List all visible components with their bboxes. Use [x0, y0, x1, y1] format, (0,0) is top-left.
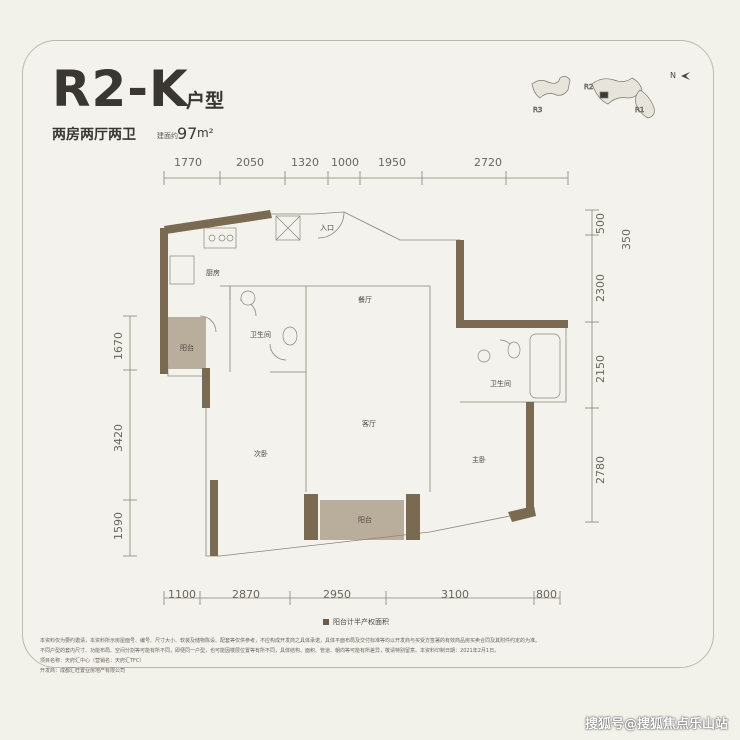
- dim-right-2: 350: [620, 229, 633, 250]
- toilet-icon: [282, 326, 298, 346]
- room-second-bedroom: 次卧: [254, 449, 268, 458]
- basin2-icon: [477, 349, 491, 363]
- balcony-bottom: [320, 500, 404, 540]
- bathtub-icon: [529, 333, 561, 399]
- key-plan: R2 R3 R1: [531, 76, 655, 119]
- room-bath2: 卫生间: [490, 379, 511, 388]
- dim-top-6: 2720: [474, 156, 502, 169]
- room-balcony1: 阳台: [180, 343, 194, 352]
- legend-swatch: [323, 619, 329, 625]
- keyplan-label-r1: R1: [635, 106, 644, 114]
- disclaimer-notes: 本资料仅为要约邀请，本资料所示房屋面号、编号、尺寸大小、软装及储物陈设、配套等仅…: [40, 636, 680, 676]
- dim-top-1: 1770: [174, 156, 202, 169]
- wall-right-ledge: [456, 320, 568, 328]
- dim-right-3: 2300: [594, 274, 607, 302]
- dim-top-5: 1950: [378, 156, 406, 169]
- unit-title-suffix: 户型: [186, 90, 225, 112]
- area-value: 97: [177, 124, 198, 143]
- dim-right-4: 2150: [594, 355, 607, 383]
- note-line: 开发商：成都汇旺置业房地产有限公司: [40, 668, 126, 674]
- dim-top-4: 1000: [331, 156, 359, 169]
- legend: 阳台计半产权面积: [323, 617, 389, 627]
- balcony-left: [168, 317, 206, 369]
- wall-top-kitchen: [164, 210, 272, 234]
- wall-right-lower: [526, 402, 534, 512]
- dim-top-3: 1320: [291, 156, 319, 169]
- dim-left-2: 3420: [112, 424, 125, 452]
- dim-bottom-5: 800: [536, 588, 557, 601]
- wall-corner: [508, 506, 536, 522]
- wall-pillar-right: [406, 494, 420, 540]
- wall-left-bottom: [210, 480, 218, 556]
- dim-left-3: 1590: [112, 512, 125, 540]
- toilet2-icon: [507, 341, 521, 359]
- wall-left-upper: [160, 228, 168, 318]
- sink-icon: [169, 255, 195, 285]
- basin-icon: [240, 290, 256, 306]
- dim-right-1: 500: [594, 213, 607, 234]
- room-bath1: 卫生间: [250, 330, 271, 339]
- dim-top-2: 2050: [236, 156, 264, 169]
- room-living: 客厅: [362, 419, 376, 428]
- dim-bottom-3: 2950: [323, 588, 351, 601]
- room-balcony2: 阳台: [358, 515, 372, 524]
- room-master-bedroom: 主卧: [472, 455, 486, 464]
- unit-description: 两房两厅两卫: [52, 127, 136, 143]
- watermark: 搜狐号@搜狐焦点乐山站: [584, 717, 728, 732]
- note-line: 不同户型的套内尺寸、功能布局、空间分割等可能有所不同，即便同一户型，也可能因楼层…: [40, 648, 500, 654]
- dim-left-1: 1670: [112, 332, 125, 360]
- note-line: 项目名称：天府汇中心（营销名：天府汇TFC）: [40, 658, 145, 664]
- keyplan-label-r2: R2: [584, 83, 593, 91]
- legend-label: 阳台计半产权面积: [333, 618, 389, 626]
- keyplan-label-r3: R3: [533, 106, 542, 114]
- compass-arrow-icon: [681, 72, 690, 80]
- area-label: 建面约: [157, 132, 178, 140]
- compass-label: N: [670, 71, 676, 80]
- unit-title: R2-K: [52, 60, 189, 118]
- room-dining: 餐厅: [358, 295, 372, 304]
- room-entrance: 入口: [320, 224, 334, 232]
- wall-right-upper: [456, 240, 464, 324]
- note-line: 本资料仅为要约邀请，本资料所示房屋面号、编号、尺寸大小、软装及储物陈设、配套等仅…: [40, 638, 541, 644]
- plan-card: [22, 40, 714, 668]
- area-unit: m²: [197, 126, 214, 140]
- dim-bottom-2: 2870: [232, 588, 260, 601]
- dim-bottom-4: 3100: [441, 588, 469, 601]
- wall-left-lower: [202, 368, 210, 408]
- dim-right-5: 2780: [594, 456, 607, 484]
- dim-bottom-1: 1100: [168, 588, 196, 601]
- wall-left-mid: [160, 316, 168, 374]
- room-kitchen: 厨房: [206, 268, 220, 277]
- wall-pillar-left: [304, 494, 318, 540]
